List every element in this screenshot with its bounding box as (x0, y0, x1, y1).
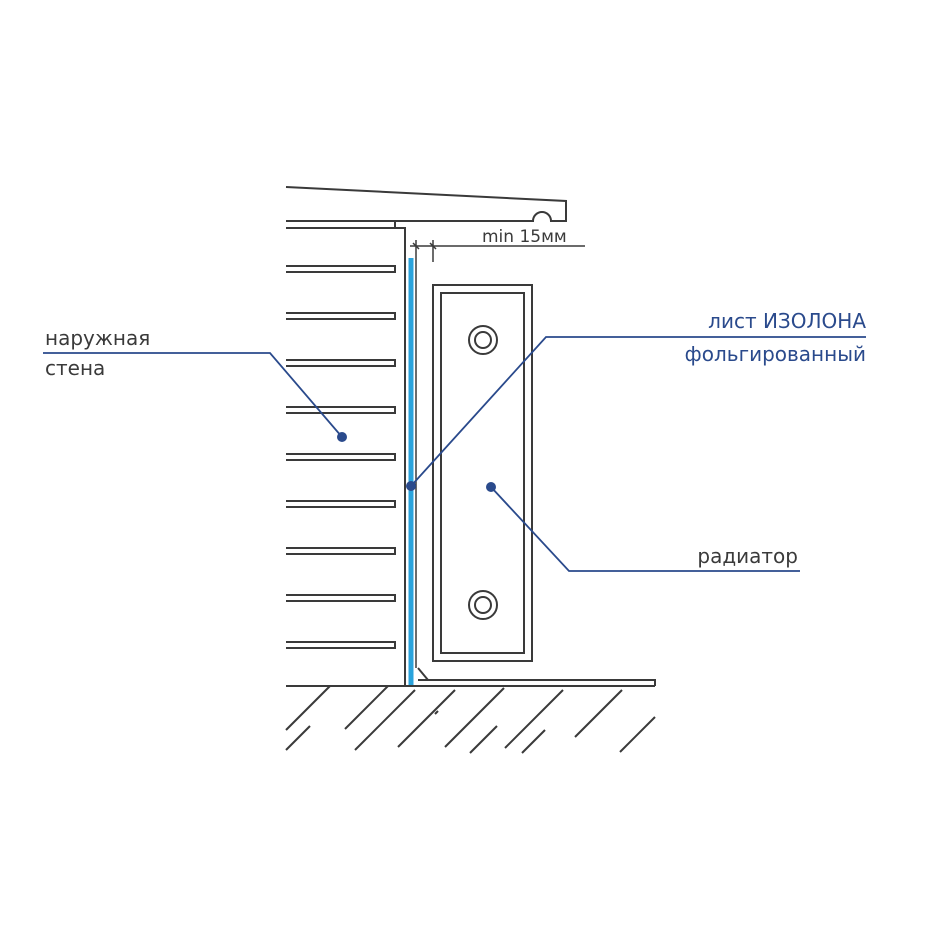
sheet-label-prefix: лист (708, 309, 763, 333)
wall-course (286, 312, 396, 320)
wall-course (286, 406, 396, 414)
leader-radiator (486, 482, 800, 572)
radiator-pipe-top-outer (468, 325, 498, 355)
leader-outer-wall (43, 352, 347, 442)
sheet-label-line1: лист ИЗОЛОНА (708, 309, 866, 333)
wall-course (286, 594, 396, 602)
dimension-marker (410, 240, 585, 262)
radiator-inner (440, 292, 525, 654)
outer-wall-label-line2: стена (45, 356, 105, 380)
radiator-pipe-top-inner (474, 331, 492, 349)
floor (286, 667, 656, 687)
wall-course (286, 453, 396, 461)
radiator-label: радиатор (697, 544, 798, 568)
radiator-pipe-bottom-inner (474, 596, 492, 614)
plinth-corner (417, 667, 429, 681)
wall-course (286, 265, 396, 273)
wall-courses (286, 227, 396, 649)
outer-wall-label-line1: наружная (45, 326, 150, 350)
radiator-pipe-bottom-outer (468, 590, 498, 620)
floor-hatch (285, 685, 656, 754)
leader-foil-sheet (406, 336, 866, 491)
wall-course (286, 641, 396, 649)
sheet-label-brand: ИЗОЛОНА (763, 309, 866, 333)
wall-course (286, 547, 396, 555)
wall-course (286, 359, 396, 367)
radiator-outer (432, 284, 533, 662)
dimension-label: min 15мм (482, 227, 567, 247)
window-sill (285, 186, 567, 222)
wall-course (286, 500, 396, 508)
sheet-label-line2: фольгированный (685, 342, 866, 366)
floor-plinth (418, 679, 656, 686)
radiator (432, 284, 533, 662)
